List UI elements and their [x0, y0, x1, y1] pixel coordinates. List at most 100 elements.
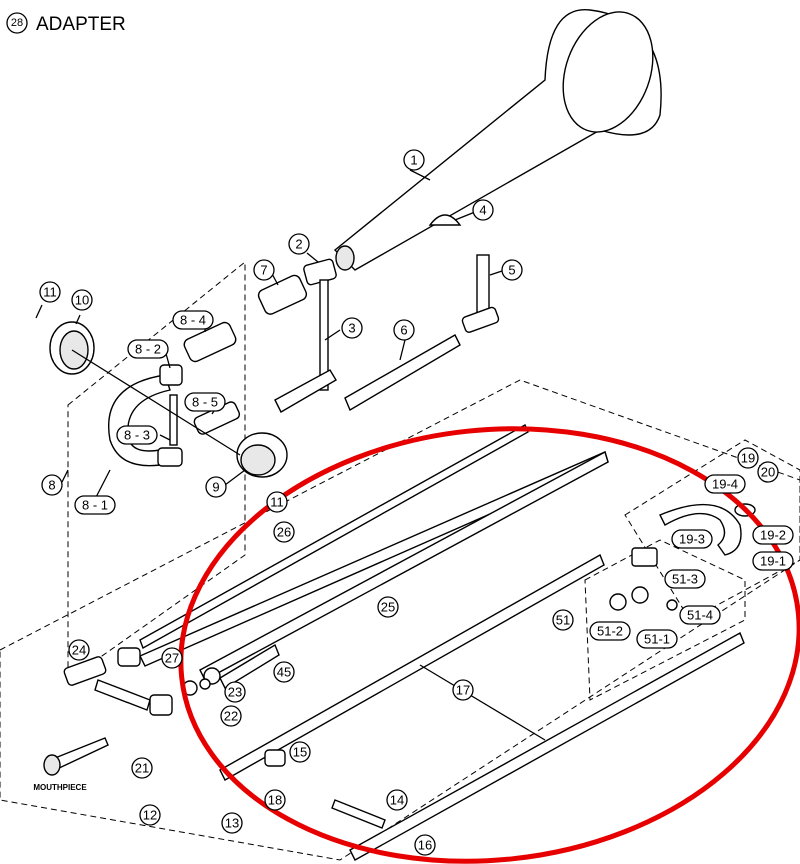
- section-number-badge: 28: [6, 12, 28, 34]
- svg-text:8 - 5: 8 - 5: [192, 395, 218, 410]
- svg-text:19-4: 19-4: [712, 477, 738, 492]
- part-label-8-4: 8 - 4: [172, 310, 214, 330]
- svg-text:21: 21: [135, 761, 149, 776]
- part-label-2: 2: [288, 233, 310, 255]
- disc-part-10: [49, 321, 95, 375]
- svg-text:19-3: 19-3: [679, 532, 705, 547]
- svg-text:7: 7: [260, 263, 267, 278]
- valve-part-51: [609, 547, 678, 611]
- part-label-15: 15: [289, 741, 311, 763]
- svg-text:51: 51: [556, 613, 570, 628]
- part-label-19: 19: [737, 447, 759, 469]
- part-label-4: 4: [472, 199, 494, 221]
- part-label-13: 13: [221, 812, 243, 834]
- tube-part-6: [344, 334, 461, 412]
- part-label-11-top: 11: [39, 281, 61, 303]
- svg-text:27: 27: [165, 651, 179, 666]
- part-label-19-3: 19-3: [671, 529, 713, 549]
- svg-text:19-2: 19-2: [760, 528, 786, 543]
- svg-text:22: 22: [224, 709, 238, 724]
- svg-text:11: 11: [270, 495, 284, 510]
- svg-text:51-2: 51-2: [597, 624, 623, 639]
- svg-text:20: 20: [761, 465, 775, 480]
- part-label-3: 3: [341, 317, 363, 339]
- svg-text:5: 5: [508, 263, 515, 278]
- svg-text:8 - 4: 8 - 4: [180, 313, 206, 328]
- group-box-slide: [0, 379, 800, 861]
- svg-text:24: 24: [72, 643, 86, 658]
- part-label-18: 18: [264, 789, 286, 811]
- part-label-17: 17: [452, 679, 474, 701]
- group-box-8: [67, 260, 246, 681]
- svg-text:17: 17: [456, 683, 470, 698]
- svg-text:23: 23: [228, 685, 242, 700]
- leadpipe-assembly: [43, 647, 221, 776]
- part-label-8-3: 8 - 3: [116, 425, 158, 445]
- svg-text:51-4: 51-4: [687, 608, 713, 623]
- part-label-27: 27: [161, 647, 183, 669]
- part-label-1: 1: [403, 149, 425, 171]
- part-label-23: 23: [224, 681, 246, 703]
- part-label-8-2: 8 - 2: [127, 339, 169, 359]
- part-label-8-5: 8 - 5: [184, 392, 226, 412]
- part-label-9: 9: [205, 476, 227, 498]
- cap-part-15: [264, 749, 286, 767]
- part-label-19-1: 19-1: [752, 551, 794, 571]
- svg-text:45: 45: [277, 665, 291, 680]
- diagram-title: ADAPTER: [36, 14, 126, 35]
- svg-text:16: 16: [418, 838, 432, 853]
- part-label-8: 8: [41, 474, 63, 496]
- svg-text:14: 14: [390, 793, 404, 808]
- part-label-51: 51: [552, 609, 574, 631]
- part-label-10: 10: [71, 289, 93, 311]
- svg-text:15: 15: [293, 745, 307, 760]
- svg-text:19: 19: [741, 451, 755, 466]
- svg-text:8 - 3: 8 - 3: [124, 428, 150, 443]
- bell-part: [333, 9, 662, 271]
- part-label-26: 26: [273, 521, 295, 543]
- svg-text:51-1: 51-1: [644, 632, 670, 647]
- part-label-12: 12: [139, 804, 161, 826]
- part-label-8-1: 8 - 1: [74, 495, 116, 515]
- part-label-51-2: 51-2: [589, 621, 631, 641]
- part-label-6: 6: [393, 319, 415, 341]
- svg-text:18: 18: [268, 793, 282, 808]
- part-label-45: 45: [273, 661, 295, 683]
- svg-text:4: 4: [479, 203, 486, 218]
- highlight-ellipse: [178, 426, 800, 864]
- part-label-19-2: 19-2: [752, 525, 794, 545]
- svg-text:13: 13: [225, 816, 239, 831]
- svg-text:8 - 1: 8 - 1: [82, 498, 108, 513]
- joint-part-8-3: [157, 447, 183, 467]
- svg-text:11: 11: [43, 285, 57, 300]
- part-label-22: 22: [220, 705, 242, 727]
- joint-part-2: [303, 258, 337, 391]
- part-label-51-1: 51-1: [636, 629, 678, 649]
- tube-part-5: [461, 254, 500, 333]
- svg-text:8 - 2: 8 - 2: [135, 342, 161, 357]
- part-label-51-4: 51-4: [679, 605, 721, 625]
- svg-text:6: 6: [400, 323, 407, 338]
- pipe-part-3: [274, 369, 337, 413]
- svg-text:3: 3: [348, 321, 355, 336]
- brace-part-17: [419, 664, 546, 741]
- part-label-21: 21: [131, 757, 153, 779]
- svg-text:10: 10: [75, 293, 89, 308]
- part-label-19-4: 19-4: [704, 474, 746, 494]
- svg-text:19-1: 19-1: [760, 554, 786, 569]
- disc-part-9: [236, 432, 288, 478]
- mouthpiece-label: MOUTHPIECE: [33, 783, 87, 792]
- cap-part-4: [428, 214, 462, 226]
- stem-part-8-3: [169, 394, 178, 446]
- svg-text:26: 26: [277, 525, 291, 540]
- part-label-7: 7: [253, 259, 275, 281]
- svg-text:12: 12: [143, 808, 157, 823]
- part-label-24: 24: [68, 639, 90, 661]
- svg-text:8: 8: [48, 478, 55, 493]
- part-label-25: 25: [377, 596, 399, 618]
- svg-text:51-3: 51-3: [672, 572, 698, 587]
- grip-part-14: [331, 799, 386, 829]
- group-box-51: [584, 539, 746, 701]
- part-label-16: 16: [414, 834, 436, 856]
